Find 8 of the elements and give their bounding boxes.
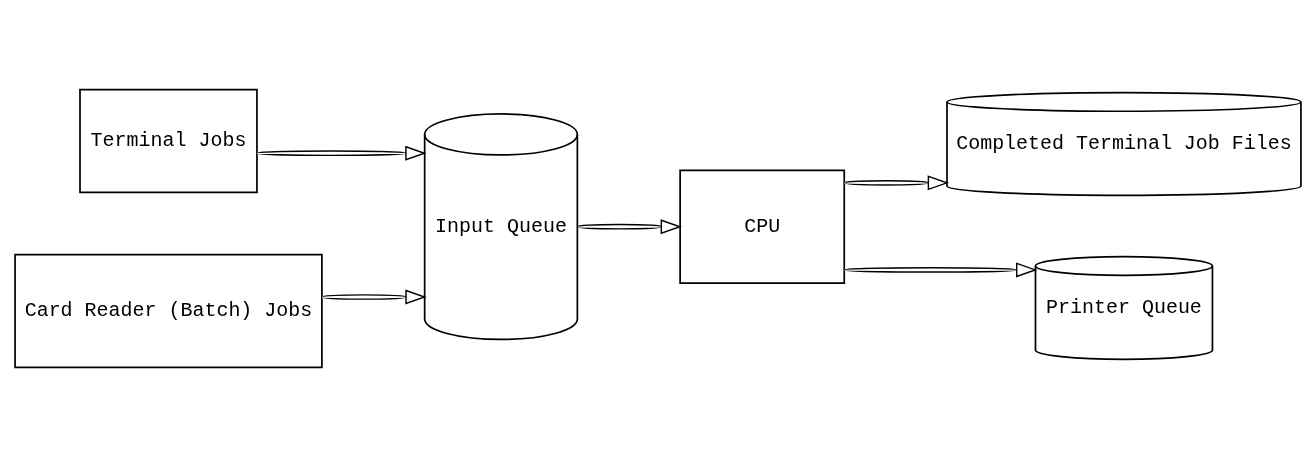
arrow: [577, 218, 683, 234]
node-box: Terminal Jobs: [79, 88, 258, 193]
arrow: [256, 145, 427, 161]
node-box: Card Reader (Batch) Jobs: [14, 253, 323, 368]
arrow: [321, 289, 427, 304]
node-box: CPU: [679, 169, 846, 284]
arrow: [843, 261, 1038, 277]
arrow: [843, 174, 950, 190]
